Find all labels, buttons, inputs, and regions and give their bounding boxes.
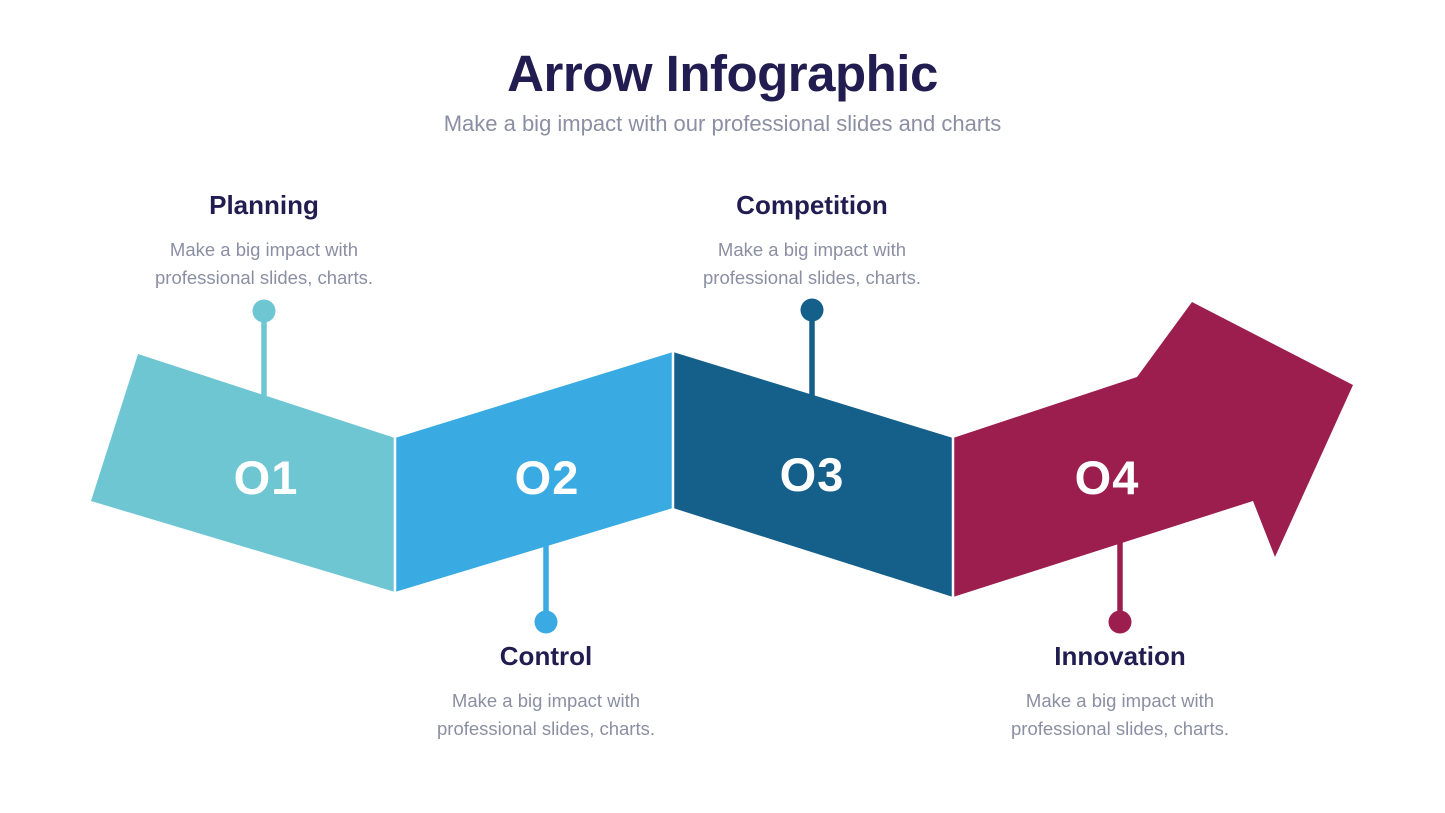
step-label-block-planning: Planning Make a big impact with professi… (124, 190, 404, 292)
slide-header: Arrow Infographic Make a big impact with… (0, 44, 1445, 137)
page-title: Arrow Infographic (507, 45, 938, 102)
step-description-competition: Make a big impact with professional slid… (703, 239, 921, 288)
connector-dot-innovation (1108, 610, 1132, 634)
step-title-innovation: Innovation (1054, 641, 1186, 671)
step-number-4: O4 (1075, 451, 1140, 504)
segment-3-shape (673, 352, 953, 597)
connector-dot-planning (252, 299, 276, 323)
connector-dot-competition (800, 298, 824, 322)
page-subtitle: Make a big impact with our professional … (443, 111, 1002, 136)
step-description-planning: Make a big impact with professional slid… (155, 239, 373, 288)
segment-2-shape (395, 352, 673, 592)
step-description-control: Make a big impact with professional slid… (437, 690, 655, 739)
connector-dot-control (534, 610, 558, 634)
step-description-innovation: Make a big impact with professional slid… (1011, 690, 1229, 739)
step-title-control: Control (499, 641, 593, 671)
step-number-3: O3 (780, 448, 845, 501)
step-title-competition: Competition (736, 190, 888, 220)
step-title-planning: Planning (209, 190, 319, 220)
arrow-head-shape (953, 302, 1353, 597)
step-label-block-control: Control Make a big impact with professio… (396, 641, 696, 743)
step-label-block-innovation: Innovation Make a big impact with profes… (970, 641, 1270, 743)
segment-1-shape (91, 354, 395, 592)
step-number-2: O2 (515, 451, 580, 504)
step-number-1: O1 (234, 451, 299, 504)
step-label-block-competition: Competition Make a big impact with profe… (672, 190, 952, 292)
